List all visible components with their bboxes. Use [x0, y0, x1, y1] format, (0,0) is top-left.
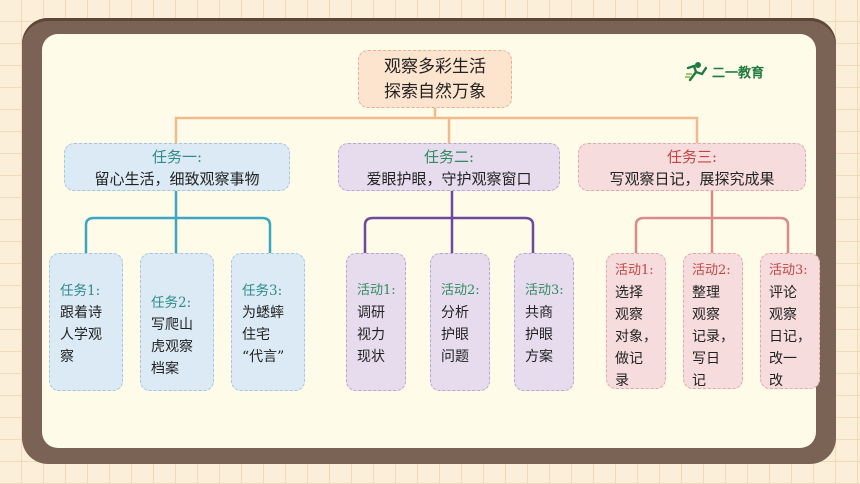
leaf-line: 改 [769, 373, 783, 389]
task-1-sub-2: 任务2: 写爬山 虎观察 档案 [140, 253, 214, 391]
leaf-line: 虎观察 [151, 339, 193, 355]
task-2-node: 任务二: 爱眼护眼，守护观察窗口 [338, 143, 560, 191]
task-2-title: 任务二: [423, 148, 475, 166]
logo-text: 二一教育 [712, 66, 765, 81]
leaf-line: 整理 [692, 285, 720, 301]
task-2-desc: 爱眼护眼，守护观察窗口 [366, 170, 532, 188]
leaf-line: 视力 [357, 327, 385, 343]
leaf-line: 人学观 [60, 327, 102, 343]
leaf-line: 跟着诗 [60, 305, 102, 321]
leaf-title: 任务3: [242, 283, 283, 299]
logo-runner-icon [685, 62, 708, 82]
leaf-line: 对象， [615, 329, 657, 345]
root-node: 观察多彩生活 探索自然万象 [358, 50, 512, 108]
leaf-line: 方案 [525, 349, 553, 365]
leaf-line: 现状 [357, 349, 385, 365]
leaf-title: 任务2: [151, 295, 192, 311]
leaf-line: 观察 [615, 307, 643, 323]
leaf-line: 察 [60, 349, 74, 365]
leaf-title: 活动1: [615, 263, 654, 278]
leaf-line: 护眼 [525, 327, 553, 343]
leaf-line: 问题 [441, 349, 469, 365]
task-3-activity-3: 活动3: 评论 观察 日记， 改一 改 [760, 253, 820, 389]
leaf-line: 日记， [769, 329, 811, 345]
root-line-2: 探索自然万象 [384, 82, 486, 102]
leaf-line: “代言” [242, 349, 285, 365]
task-1-desc: 留心生活，细致观察事物 [94, 170, 260, 188]
leaf-line: 护眼 [441, 327, 469, 343]
leaf-title: 活动2: [692, 263, 731, 278]
leaf-line: 观察 [692, 307, 720, 323]
leaf-line: 为蟋蟀 [242, 305, 284, 321]
leaf-line: 观察 [769, 307, 797, 323]
leaf-line: 写爬山 [151, 317, 193, 333]
task-3-activity-2: 活动2: 整理 观察 记录， 写日 记 [683, 253, 743, 389]
leaf-line: 分析 [441, 305, 469, 321]
leaf-title: 活动2: [441, 283, 480, 298]
leaf-line: 记录， [692, 329, 734, 345]
leaf-line: 选择 [615, 285, 643, 301]
task-1-title: 任务一: [151, 148, 203, 166]
leaf-line: 录 [615, 373, 629, 389]
leaf-line: 档案 [151, 361, 179, 377]
task-2-activity-2: 活动2: 分析 护眼 问题 [430, 253, 490, 391]
task-3-title: 任务三: [666, 148, 718, 166]
leaf-title: 活动1: [357, 283, 396, 298]
leaf-title: 活动3: [769, 263, 808, 278]
task-3-desc: 写观察日记，展探究成果 [609, 170, 775, 188]
task-1-sub-3: 任务3: 为蟋蟀 住宅 “代言” [231, 253, 305, 391]
leaf-line: 调研 [357, 305, 385, 321]
task-2-activity-3: 活动3: 共商 护眼 方案 [514, 253, 574, 391]
leaf-title: 任务1: [60, 283, 101, 299]
leaf-line: 评论 [769, 285, 797, 301]
leaf-line: 共商 [525, 305, 553, 321]
leaf-line: 住宅 [242, 327, 270, 343]
task-3-node: 任务三: 写观察日记，展探究成果 [578, 143, 806, 191]
leaf-line: 改一 [769, 351, 797, 367]
task-1-node: 任务一: 留心生活，细致观察事物 [64, 143, 290, 191]
leaf-title: 活动3: [525, 283, 564, 298]
leaf-line: 记 [692, 373, 706, 389]
task-1-sub-1: 任务1: 跟着诗 人学观 察 [49, 253, 123, 391]
root-line-1: 观察多彩生活 [384, 57, 486, 77]
task-3-activity-1: 活动1: 选择 观察 对象， 做记 录 [606, 253, 666, 389]
leaf-line: 写日 [692, 351, 720, 367]
leaf-line: 做记 [615, 351, 643, 367]
task-2-activity-1: 活动1: 调研 视力 现状 [346, 253, 406, 391]
